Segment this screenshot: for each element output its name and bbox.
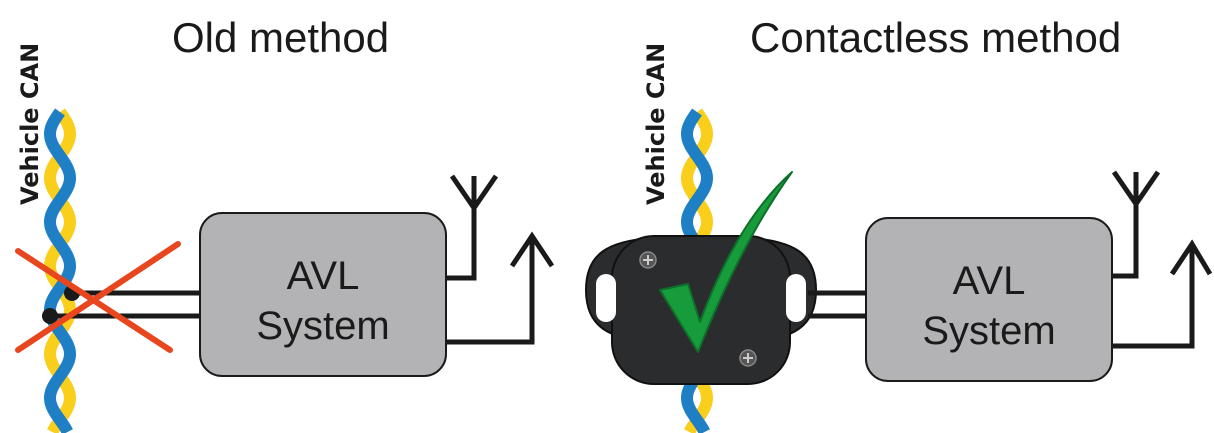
contactless-can-label: Vehicle CAN bbox=[642, 43, 670, 205]
old-can-wire-blue bbox=[43, 108, 77, 433]
contactless-avl-label-line2: System bbox=[922, 309, 1055, 353]
contactless-avl-label-line1: AVL bbox=[953, 259, 1026, 303]
contactless-antenna-icon bbox=[1111, 170, 1161, 279]
old-can-label: Vehicle CAN bbox=[16, 43, 44, 205]
contactless-method-title: Contactless method bbox=[750, 14, 1121, 61]
old-avl-label-line2: System bbox=[256, 304, 389, 348]
contactless-method-panel: Contactless method Vehicle CAN bbox=[584, 14, 1213, 433]
contactless-output-arrow-icon bbox=[1112, 239, 1213, 349]
old-avl-label-line1: AVL bbox=[287, 254, 360, 298]
contactless-reader-device bbox=[584, 235, 818, 385]
checkmark-icon bbox=[659, 171, 793, 353]
old-avl-system-box bbox=[199, 212, 447, 377]
old-output-arrow-icon bbox=[446, 231, 555, 345]
reader-mount-slot-right bbox=[786, 274, 806, 322]
old-splice-point-low bbox=[42, 308, 58, 324]
old-method-title: Old method bbox=[172, 14, 389, 61]
contactless-avl-system-box bbox=[865, 217, 1113, 382]
reader-screw-bottom-icon bbox=[739, 349, 757, 367]
reader-screw-top-icon bbox=[639, 251, 657, 269]
reader-mount-slot-left bbox=[596, 274, 616, 322]
old-method-panel: Old method Vehicle CAN AVL System bbox=[15, 14, 555, 433]
contactless-link-wires bbox=[808, 290, 866, 319]
old-tap-wires bbox=[42, 285, 200, 324]
cross-mark-icon bbox=[15, 241, 181, 353]
old-antenna-icon bbox=[446, 174, 499, 281]
